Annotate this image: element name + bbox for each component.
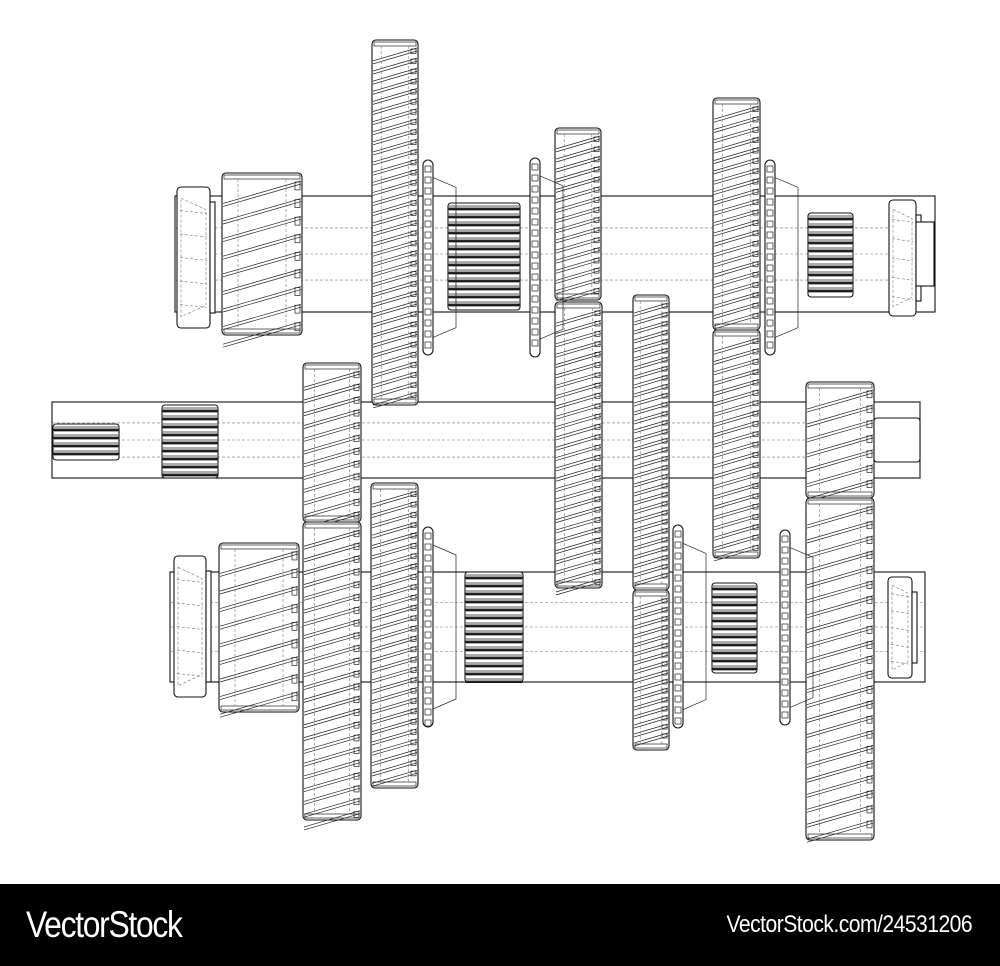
gearbox-drawing (51, 39, 936, 843)
lower-sync-right (779, 529, 814, 726)
upper-right-hub (807, 212, 854, 298)
upper-hub (447, 202, 521, 311)
lower-left-bearing (173, 555, 212, 698)
image-reference-url: VectorStock.com/24531206 (726, 911, 972, 938)
lower-mid-gear (632, 589, 670, 751)
upper-sync-left (422, 159, 457, 356)
upper-left-bearing (176, 186, 216, 329)
gearbox-wireframe-illustration (51, 39, 936, 843)
upper-right-gear (712, 97, 761, 331)
upper-sync-far-right (764, 159, 799, 356)
main-gear-1 (302, 362, 362, 531)
lower-sync-mid (672, 524, 707, 729)
upper-mid-gear (554, 127, 602, 305)
upper-large-gear (371, 39, 419, 409)
lower-sync-left (422, 526, 457, 728)
brand-logo-text: VectorStock (26, 904, 183, 945)
main-shaft-right-stub (873, 417, 921, 463)
main-gear-3 (632, 294, 670, 591)
main-spline-hub (161, 404, 219, 479)
upper-pinion-left (221, 172, 303, 348)
main-input-spline (52, 423, 120, 461)
main-gear-right (805, 381, 875, 503)
lower-right-large-gear (805, 497, 875, 843)
lower-pinion-left (218, 542, 300, 718)
main-gear-4 (712, 329, 761, 562)
main-gear-2 (554, 301, 603, 596)
upper-sync-right (529, 157, 564, 358)
lower-hub (464, 571, 524, 684)
lower-large-gear-a (302, 521, 362, 831)
lower-large-gear-b (370, 482, 419, 789)
lower-right-bearing (887, 576, 918, 679)
upper-shaft-end-cap (915, 221, 935, 287)
watermark-footer: VectorStock VectorStock.com/24531206 (0, 884, 1000, 966)
lower-right-hub (711, 582, 758, 674)
